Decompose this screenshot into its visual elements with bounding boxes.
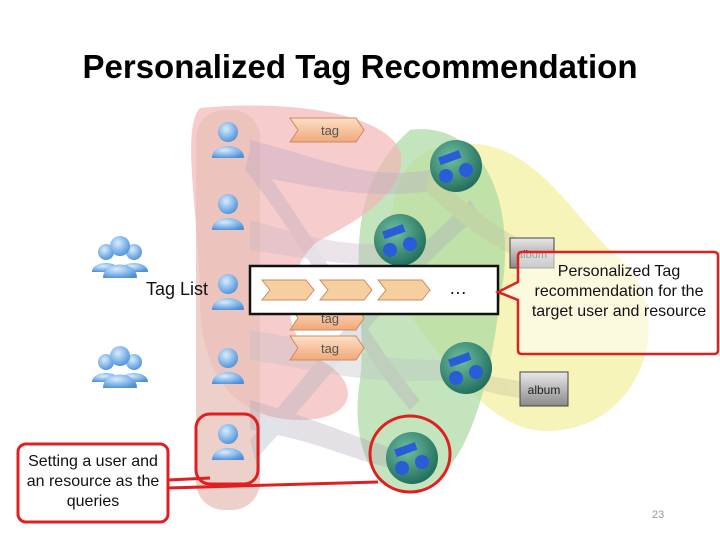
user-icon-1 bbox=[212, 122, 244, 158]
group-icon-1 bbox=[92, 236, 148, 278]
svg-text:…: … bbox=[449, 278, 467, 298]
tag-chip-3: tag bbox=[289, 335, 365, 361]
query-callout-text: Setting a user and an resource as the qu… bbox=[26, 453, 160, 510]
user-icon-3 bbox=[212, 274, 244, 310]
query-highlights bbox=[167, 412, 452, 494]
tag-list-box: … bbox=[248, 264, 500, 316]
slide-title: Personalized Tag Recommendation bbox=[82, 48, 638, 85]
tag-list-label: Tag List bbox=[146, 279, 209, 299]
user-icon-2 bbox=[212, 194, 244, 230]
music-note-icon-1 bbox=[430, 140, 482, 192]
group-icon-2 bbox=[92, 346, 148, 388]
svg-text:tag: tag bbox=[321, 341, 339, 356]
recommendation-callout-text: Personalized Tag recommendation for the … bbox=[531, 263, 707, 320]
music-note-icon-4 bbox=[386, 432, 438, 484]
svg-text:tag: tag bbox=[321, 123, 339, 138]
svg-text:album: album bbox=[528, 383, 561, 397]
query-callout bbox=[16, 442, 170, 524]
recommendation-callout bbox=[494, 250, 720, 356]
music-note-icon-3 bbox=[440, 342, 492, 394]
tag-chip-1: tag bbox=[289, 117, 365, 143]
user-icon-4 bbox=[212, 348, 244, 384]
music-note-icon-2 bbox=[374, 214, 426, 266]
album-chip-2: album bbox=[519, 371, 569, 407]
page-number: 23 bbox=[652, 509, 665, 521]
user-icon-5 bbox=[212, 424, 244, 460]
